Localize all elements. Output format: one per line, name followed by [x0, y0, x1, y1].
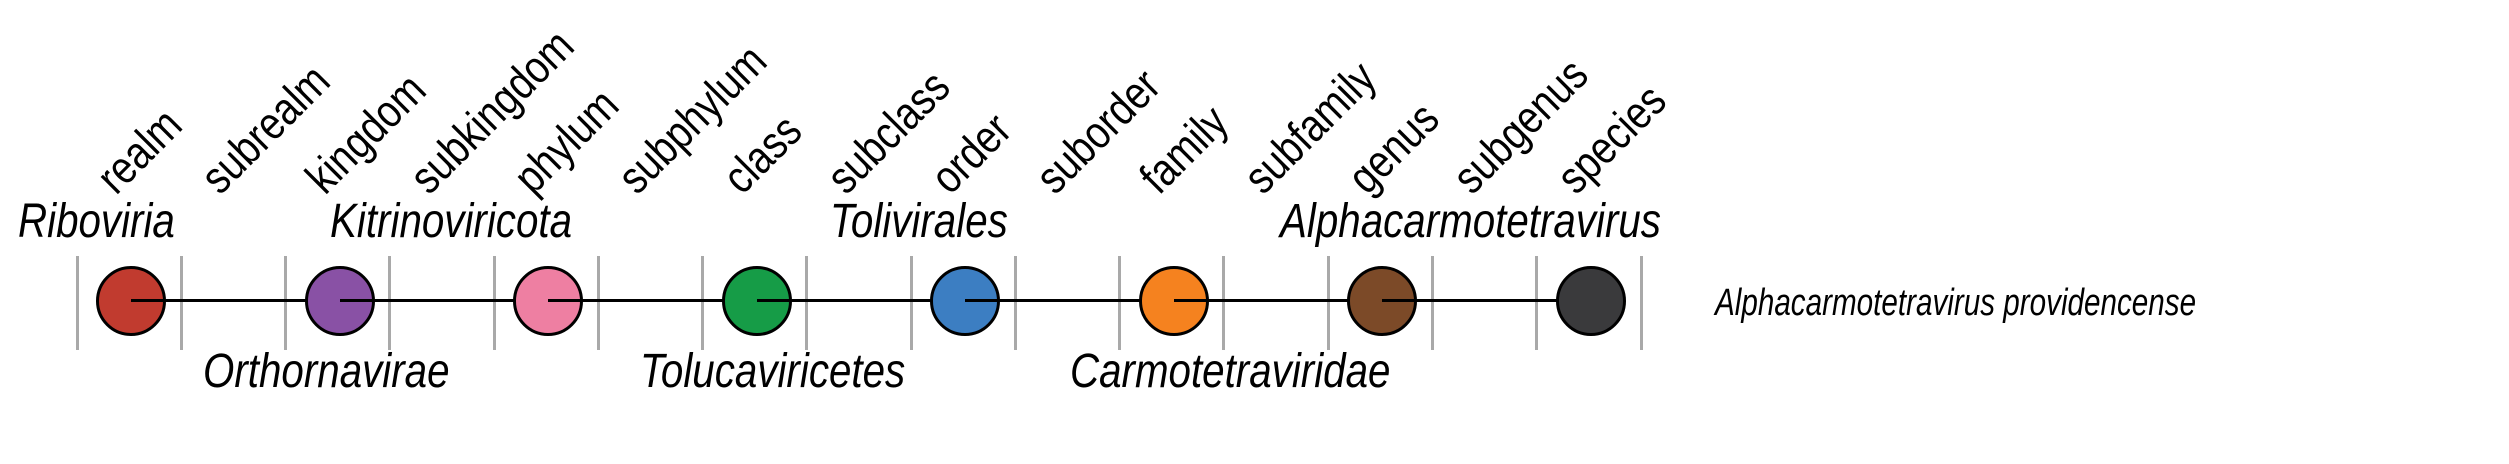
- rank-boundary-tick: [388, 256, 392, 350]
- axis-line-stub: [339, 299, 376, 302]
- rank-label-class: class: [712, 104, 812, 204]
- rank-boundary-tick: [1326, 256, 1330, 350]
- species-name-label: Alphacarmotetravirus providencense: [1715, 282, 2197, 324]
- rank-boundary-tick: [596, 256, 600, 350]
- axis-line-stub: [1382, 299, 1419, 302]
- axis-line-stub: [965, 299, 1002, 302]
- rank-boundary-tick: [909, 256, 913, 350]
- axis-line-stub: [131, 299, 168, 302]
- axis-line-stub: [1173, 299, 1210, 302]
- taxon-label-class: Tolucaviricetes: [640, 345, 906, 398]
- axis-line-stub: [756, 299, 793, 302]
- rank-boundary-tick: [284, 256, 288, 350]
- species-circle: [1555, 266, 1626, 336]
- taxon-label-phylum: Kitrinoviricota: [330, 195, 572, 248]
- taxonomy-axis-line: [131, 299, 1591, 302]
- taxon-label-family: Carmotetraviridae: [1070, 345, 1391, 398]
- rank-boundary-tick: [179, 256, 183, 350]
- rank-boundary-tick: [492, 256, 496, 350]
- rank-boundary-tick: [1639, 256, 1643, 350]
- taxon-label-order: Tolivirales: [830, 195, 1008, 248]
- rank-boundary-tick: [701, 256, 705, 350]
- rank-boundary-tick: [75, 256, 79, 350]
- rank-boundary-tick: [1222, 256, 1226, 350]
- rank-label-order: order: [920, 102, 1022, 204]
- rank-boundary-tick: [1535, 256, 1539, 350]
- axis-line-stub: [548, 299, 585, 302]
- rank-boundary-tick: [1118, 256, 1122, 350]
- rank-boundary-tick: [1431, 256, 1434, 350]
- rank-boundary-tick: [805, 256, 809, 350]
- rank-boundary-tick: [1013, 256, 1017, 350]
- taxon-label-kingdom: Orthornavirae: [203, 345, 450, 398]
- rank-label-realm: realm: [86, 98, 192, 204]
- taxon-label-realm: Riboviria: [18, 195, 175, 248]
- taxon-label-genus: Alphacarmotetravirus: [1280, 195, 1661, 248]
